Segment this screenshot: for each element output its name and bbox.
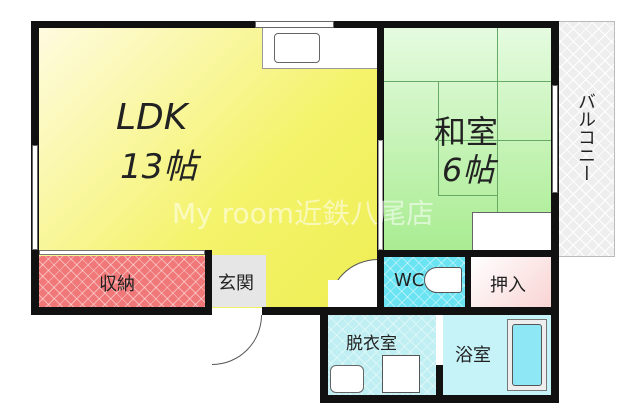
entry-door[interactable]: [212, 315, 262, 365]
wc-label: WC: [394, 270, 425, 291]
bathtub-water: [512, 324, 542, 386]
ldk-name: LDK: [116, 97, 188, 138]
room-bath: 浴室: [443, 315, 551, 395]
wall: [377, 250, 559, 257]
wall: [31, 307, 212, 315]
wall: [551, 21, 559, 403]
sink-basin-icon: [274, 33, 320, 63]
washitsu-name: 和室: [434, 113, 499, 151]
hall-floor: [328, 280, 378, 308]
balcony: バルコニー: [557, 21, 615, 257]
room-washitsu: 和室 6帖: [384, 27, 551, 255]
room-wc: WC: [384, 255, 465, 308]
closet-label: 押入: [490, 275, 526, 296]
balcony-label: バルコニー: [575, 92, 596, 182]
wall: [436, 365, 443, 397]
washitsu-size: 6帖: [442, 151, 495, 189]
watermark: My room近鉄八尾店: [172, 197, 435, 230]
window[interactable]: [552, 85, 558, 193]
wall: [320, 307, 328, 403]
tatami-line: [438, 140, 551, 141]
wall: [205, 250, 212, 315]
kitchen-sink: [262, 27, 378, 69]
room-dressing: 脱衣室: [328, 315, 436, 395]
bath-label: 浴室: [455, 345, 491, 366]
entrance-label: 玄関: [218, 273, 254, 294]
window[interactable]: [255, 21, 334, 28]
washing-machine-icon: [382, 355, 420, 393]
room-storage: 収納: [39, 256, 205, 307]
storage-label: 収納: [99, 274, 135, 295]
wall: [465, 255, 471, 310]
wall: [320, 395, 559, 403]
bathtub-icon: [507, 319, 547, 391]
window[interactable]: [378, 140, 383, 250]
toilet-icon: [424, 267, 462, 293]
room-closet: 押入: [471, 257, 551, 308]
tatami-line: [497, 27, 498, 255]
ldk-size: 13帖: [120, 147, 198, 187]
storage-door[interactable]: [39, 250, 205, 255]
tatami-line: [438, 81, 439, 195]
wall: [262, 307, 559, 315]
washbasin-icon: [330, 365, 364, 393]
tatami-line: [384, 81, 551, 82]
tatami-line: [438, 195, 498, 196]
room-entrance: 玄関: [212, 255, 266, 307]
dressing-label: 脱衣室: [346, 334, 397, 354]
window[interactable]: [32, 145, 38, 250]
closet-door[interactable]: [472, 212, 551, 255]
